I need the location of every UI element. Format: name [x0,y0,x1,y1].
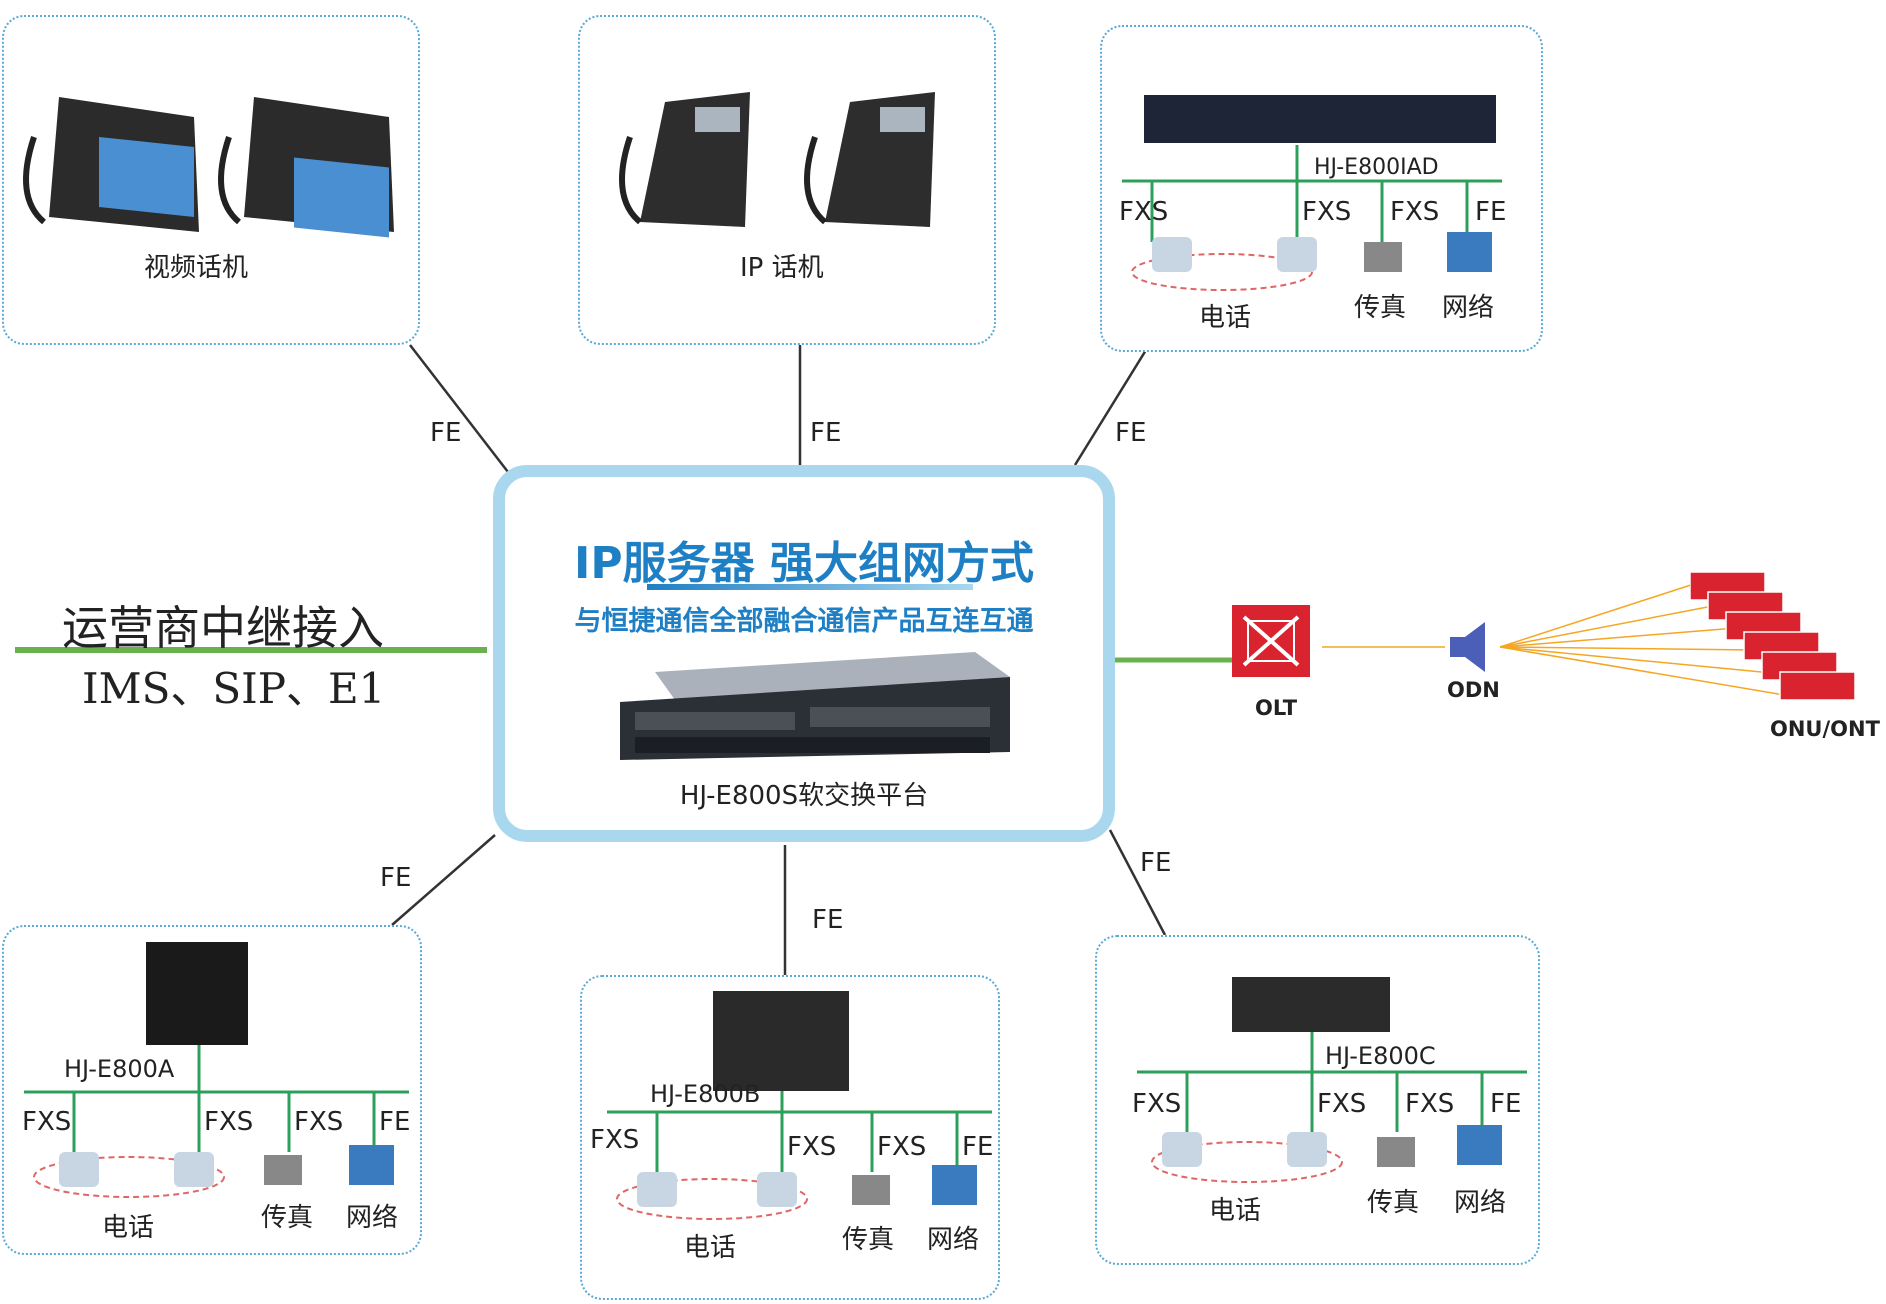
e800b-port-1: FXS [590,1125,640,1155]
e800c-net-label: 网络 [1454,1188,1507,1218]
e800c-port-3: FXS [1405,1089,1455,1119]
iad-port-3: FXS [1390,197,1440,227]
e800c-model: HJ-E800C [1325,1042,1436,1070]
e800a-panel: HJ-E800A FXS FXS FXS FE 电话 传真 网络 [2,925,422,1255]
e800b-bus-lines [607,1091,992,1220]
iad-panel: HJ-E800IAD FXS FXS FXS FE 电话 传真 网络 [1100,25,1543,352]
fe-label-bottom-left: FE [380,863,412,893]
olt-icon [1232,605,1310,677]
iad-bus-lines [1122,145,1502,291]
e800b-model: HJ-E800B [650,1080,761,1108]
e800a-port-3: FXS [294,1107,344,1137]
center-title: IP服务器 强大组网方式 [574,538,1034,589]
center-subtitle: 与恒捷通信全部融合通信产品互连互通 [574,606,1034,637]
trunk-protocols: IMS、SIP、E1 [82,664,386,713]
iad-fax-label: 传真 [1354,293,1407,323]
e800b-port-4: FE [962,1132,994,1162]
ip-phone-label: IP 话机 [740,253,824,283]
video-phone-label: 视频话机 [144,253,249,283]
ip-phone-icon [619,92,935,227]
e800a-fax-label: 传真 [261,1203,314,1233]
e800b-net-label: 网络 [927,1225,980,1255]
iad-port-1: FXS [1119,197,1169,227]
server-label: HJ-E800S软交换平台 [679,781,929,811]
e800a-bus-lines [24,1045,409,1198]
e800a-device-icon [146,942,248,1045]
center-server-panel: IP服务器 强大组网方式 与恒捷通信全部融合通信产品互连互通 HJ-E800S软… [493,465,1115,842]
e800c-port-2: FXS [1317,1089,1367,1119]
e800a-port-4: FE [379,1107,411,1137]
trunk-title: 运营商中继接入 [62,601,384,655]
ip-phone-panel: IP 话机 [578,15,996,345]
olt-label: OLT [1255,696,1298,720]
e800a-port-2: FXS [204,1107,254,1137]
fe-label-top-left: FE [430,418,462,448]
e800a-net-label: 网络 [346,1203,399,1233]
fe-label-top-center: FE [810,418,842,448]
iad-net-label: 网络 [1442,293,1495,323]
e800b-port-2: FXS [787,1132,837,1162]
e800b-panel: HJ-E800B FXS FXS FXS FE 电话 传真 网络 [580,975,1000,1300]
server-icon [620,652,1010,760]
e800b-fax-label: 传真 [842,1225,895,1255]
e800c-fax-label: 传真 [1367,1188,1420,1218]
onu-label: ONU/ONT [1770,717,1880,741]
e800a-port-1: FXS [22,1107,72,1137]
video-phone-panel: 视频话机 [2,15,420,345]
iad-device-icon [1144,95,1496,143]
fe-label-top-right: FE [1115,418,1147,448]
e800c-port-1: FXS [1132,1089,1182,1119]
odn-icon [1450,622,1485,672]
e800a-phone-label: 电话 [102,1213,155,1243]
iad-port-2: FXS [1302,197,1352,227]
iad-model: HJ-E800IAD [1314,155,1439,180]
onu-icons [1690,572,1856,701]
e800a-model: HJ-E800A [64,1055,175,1083]
odn-label: ODN [1447,678,1500,702]
e800b-device-icon [713,991,849,1091]
e800c-bus-lines [1137,1032,1527,1183]
iad-port-4: FE [1475,197,1507,227]
e800b-phone-label: 电话 [684,1233,737,1263]
e800c-panel: HJ-E800C FXS FXS FXS FE 电话 传真 网络 [1095,935,1540,1265]
e800c-port-4: FE [1490,1089,1522,1119]
iad-phone-label: 电话 [1199,303,1252,333]
fe-label-bottom-center: FE [812,905,844,935]
fe-label-bottom-right: FE [1140,848,1172,878]
e800c-device-icon [1232,977,1390,1032]
e800b-port-3: FXS [877,1132,927,1162]
video-phone-icon [23,97,394,238]
e800c-phone-label: 电话 [1209,1196,1262,1226]
center-title-underline [647,584,973,590]
